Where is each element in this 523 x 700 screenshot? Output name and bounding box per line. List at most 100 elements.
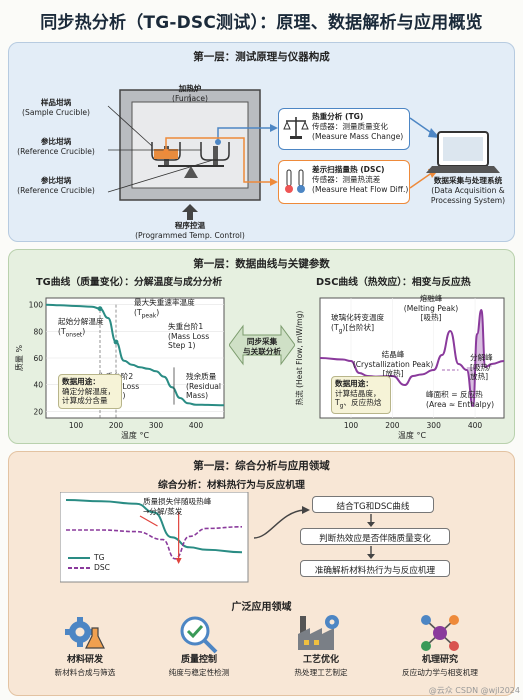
step-judge: 判断热效应是否伴随质量变化 bbox=[300, 528, 450, 545]
dsc-x-tick: 200 bbox=[385, 421, 400, 430]
combined-tg-dsc-chart bbox=[60, 492, 249, 583]
tg-box-sensor: 传感器：测量质量变化 bbox=[312, 122, 388, 131]
tg-onset-marker bbox=[97, 306, 103, 312]
reference-crucible-label-2: 参比坩埚 bbox=[40, 176, 72, 185]
sample-crucible bbox=[151, 142, 181, 161]
dsc-area-label: 峰面积 = 反应热(Area ≈ Enthalpy) bbox=[426, 390, 495, 409]
dsc-cryst-label: 结晶峰(Crystallization Peak)[放热] bbox=[352, 350, 434, 379]
instrument-diagram bbox=[107, 89, 500, 220]
daq-label: 数据采集与处理系统 bbox=[433, 176, 503, 185]
tg-peak-rate-label: 最大失重速率温度 bbox=[134, 298, 195, 307]
layer1-header: 第一层：测试原理与仪器构成 bbox=[193, 51, 330, 63]
app-desc-qc: 纯度与稳定性检测 bbox=[168, 668, 230, 677]
molecule-icon bbox=[421, 615, 459, 651]
tg-peak-marker bbox=[113, 339, 119, 345]
app-title-process: 工艺优化 bbox=[302, 655, 339, 665]
dsc-chart-title: DSC曲线（热效应）：相变与反应热 bbox=[316, 277, 471, 288]
layer3-sub-header: 综合分析：材料热行为与反应机理 bbox=[158, 480, 305, 491]
tg-chart-title: TG曲线（质量变化）：分解温度与成分分析 bbox=[36, 277, 223, 288]
dsc-y-label: 热流 (Heat Flow, mW/mg) bbox=[294, 311, 304, 406]
gear-flask-icon bbox=[65, 617, 105, 649]
tg-x-tick: 200 bbox=[109, 421, 124, 430]
tg-y-tick: 60 bbox=[33, 354, 43, 363]
dsc-box-en: (Measure Heat Flow Diff.) bbox=[312, 185, 409, 194]
balance-pivot bbox=[184, 166, 198, 178]
apps-header: 广泛应用领域 bbox=[231, 602, 292, 613]
combo-dsc-curve bbox=[65, 526, 243, 560]
tg-peak-rate-symbol: (Tpeak) bbox=[134, 308, 160, 320]
app-title-mechanism: 机理研究 bbox=[421, 655, 458, 665]
sync-analysis-arrow bbox=[229, 324, 295, 366]
combo-red-arrow-2 bbox=[139, 515, 158, 527]
dsc-box-title: 差示扫描量热 (DSC) bbox=[312, 165, 385, 174]
reference-crucible-label-1-en: (Reference Crucible) bbox=[17, 147, 95, 156]
step-arrow-1 bbox=[367, 514, 375, 527]
dsc-decomp-label: 分解峰[吸热/放热] bbox=[470, 353, 493, 382]
daq-label-en-2: Processing System) bbox=[430, 196, 506, 205]
legend-tg-label: TG bbox=[94, 553, 105, 562]
layer2-header: 第一层：数据曲线与关键参数 bbox=[193, 258, 330, 270]
tg-box-title: 热重分析 (TG) bbox=[312, 112, 364, 121]
thermometers-icon bbox=[285, 169, 305, 193]
tg-usage-box: 数据用途：确定分解温度，计算成分含量 bbox=[58, 374, 122, 409]
tg-curve bbox=[45, 303, 225, 407]
tg-y-tick: 100 bbox=[29, 301, 44, 310]
page-title: 同步热分析（TG-DSC测试）：原理、数据解析与应用概览 bbox=[40, 13, 483, 33]
furnace-label: 加热炉 bbox=[178, 84, 202, 93]
dsc-box-sensor: 传感器：测量热流差 bbox=[312, 175, 381, 184]
tg-x-tick: 300 bbox=[149, 421, 164, 430]
tg-y-tick: 40 bbox=[33, 381, 43, 390]
tg-x-tick: 100 bbox=[69, 421, 84, 430]
legend-dsc-label: DSC bbox=[94, 563, 110, 572]
dsc-tg-label: 玻璃化转变温度 bbox=[331, 313, 385, 322]
app-desc-mechanism: 反应动力学与相变机理 bbox=[402, 668, 478, 677]
sample-crucible-label-en: (Sample Crucible) bbox=[22, 108, 90, 117]
combo-plot-area bbox=[60, 492, 249, 583]
app-desc-process: 热处理工艺制定 bbox=[294, 668, 348, 677]
dsc-usage-box: 数据用途：计算结晶度，Tg、反应热焓 bbox=[331, 376, 391, 415]
tg-y-label: 质量 % bbox=[14, 345, 24, 372]
dsc-x-tick: 400 bbox=[468, 421, 483, 430]
combo-arrows bbox=[253, 506, 310, 539]
reference-crucible-label-2-en: (Reference Crucible) bbox=[17, 186, 95, 195]
combo-red-arrow-head bbox=[175, 558, 182, 564]
reference-pillar bbox=[213, 146, 218, 166]
furnace-label-en: (Furnace) bbox=[172, 94, 208, 103]
dsc-x-label: 温度 °C bbox=[398, 430, 427, 440]
tg-x-tick: 400 bbox=[189, 421, 204, 430]
tg-onset-symbol: (Tonset) bbox=[58, 327, 86, 339]
tg-chart: 100 80 60 40 20 100 200 300 400 质量 % 温度 °C bbox=[14, 297, 225, 440]
tg-x-label: 温度 °C bbox=[121, 430, 150, 440]
app-title-qc: 质量控制 bbox=[180, 655, 217, 665]
layer1-panel bbox=[8, 42, 515, 242]
step-combine: 结合TG和DSC曲线 bbox=[312, 496, 434, 513]
dsc-x-tick: 100 bbox=[344, 421, 359, 430]
sync-analysis-line2: 与关联分析 bbox=[243, 347, 281, 356]
step-analyze: 准确解析材料热行为与反应机理 bbox=[300, 560, 450, 577]
tg-sensor-box bbox=[278, 108, 410, 150]
dsc-peak-area bbox=[466, 310, 492, 406]
reference-crucible-label-1: 参比坩埚 bbox=[40, 137, 72, 146]
tg-y-tick: 20 bbox=[33, 407, 43, 416]
combo-note: 质量损失伴随吸热峰→分解/蒸发 bbox=[143, 497, 212, 516]
temp-control-label-en: (Programmed Temp. Control) bbox=[135, 231, 245, 240]
tg-box-en: (Measure Mass Change) bbox=[312, 132, 404, 141]
combo-legend-lines bbox=[68, 557, 90, 569]
step-arrow-2 bbox=[367, 546, 375, 559]
reference-crucible bbox=[200, 142, 230, 161]
temp-control-label: 程序控温 bbox=[174, 221, 206, 230]
app-desc-rd: 新材料合成与筛选 bbox=[54, 668, 116, 677]
layer3-header: 第一层：综合分析与应用领域 bbox=[193, 460, 330, 472]
sync-analysis-line1: 同步采集 bbox=[246, 337, 278, 346]
sample-crucible-label: 样品坩埚 bbox=[40, 98, 72, 107]
dsc-melting-label: 熔融峰(Melting Peak)[吸热] bbox=[403, 294, 459, 323]
dsc-x-tick: 300 bbox=[427, 421, 442, 430]
combo-tg-curve bbox=[65, 499, 243, 554]
dsc-tg-symbol: (Tg)[台阶状] bbox=[331, 323, 375, 335]
computer-icon bbox=[426, 131, 500, 173]
tg-y-tick: 80 bbox=[33, 327, 43, 336]
dsc-curve bbox=[319, 308, 505, 408]
app-title-rd: 材料研发 bbox=[66, 655, 103, 665]
